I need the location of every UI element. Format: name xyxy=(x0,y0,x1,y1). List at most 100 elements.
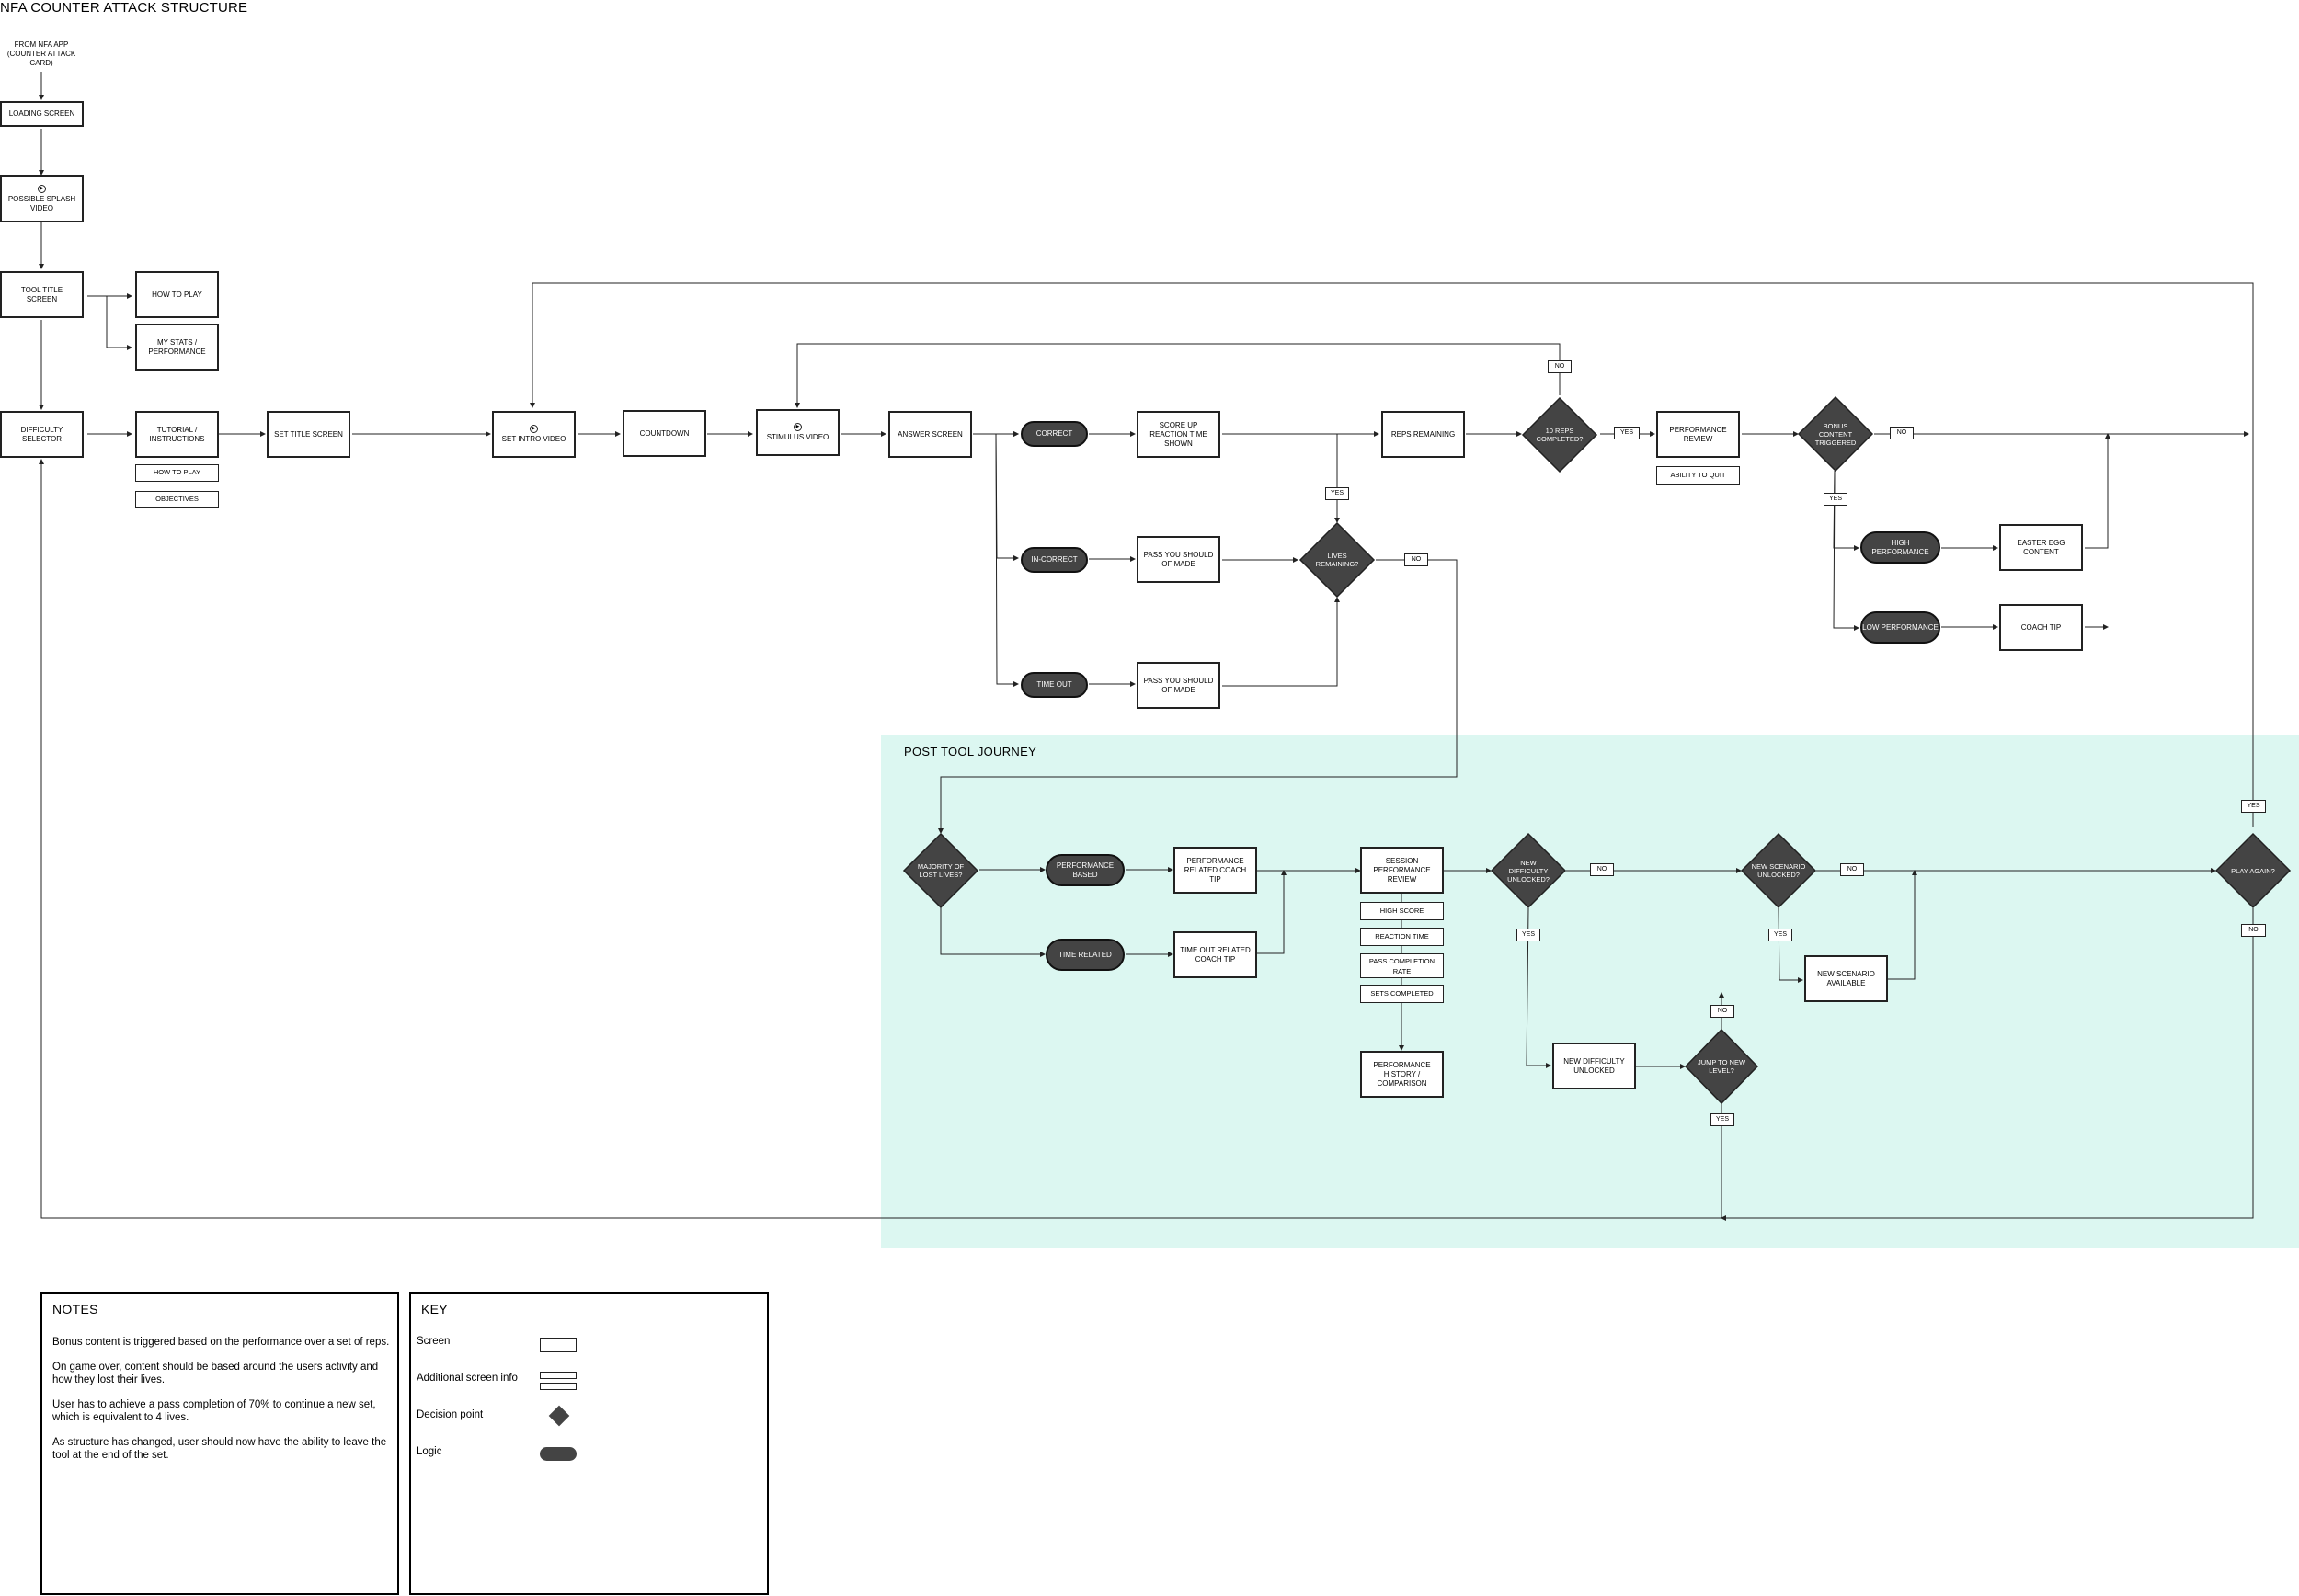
performance-history-box[interactable]: PERFORMANCE HISTORY / COMPARISON xyxy=(1360,1051,1444,1098)
reaction-time-info: REACTION TIME xyxy=(1360,928,1444,946)
session-review-box[interactable]: SESSION PERFORMANCE REVIEW xyxy=(1360,847,1444,894)
tag-no-scenario: NO xyxy=(1840,863,1864,876)
tag-no-jump: NO xyxy=(1710,1005,1734,1018)
score-up-box[interactable]: SCORE UP REACTION TIME SHOWN xyxy=(1137,411,1220,458)
how-to-play-box[interactable]: HOW TO PLAY xyxy=(135,271,219,318)
decision-play-again xyxy=(2214,832,2292,909)
play-icon: ▶ xyxy=(529,425,538,433)
note-item: On game over, content should be based ar… xyxy=(52,1362,379,1385)
how-to-play-label: HOW TO PLAY xyxy=(152,290,202,299)
decision-new-scenario xyxy=(1740,832,1817,909)
diagram-title: NFA COUNTER ATTACK STRUCTURE xyxy=(0,0,248,16)
decision-bonus xyxy=(1797,395,1874,473)
tag-yes-jump: YES xyxy=(1710,1113,1734,1126)
performance-review-box[interactable]: PERFORMANCE REVIEW xyxy=(1656,411,1740,458)
decision-majority-lost-label: MAJORITY OF LOST LIVES? xyxy=(917,862,965,879)
set-title-box[interactable]: SET TITLE SCREEN xyxy=(267,411,350,458)
key-additional-swatch xyxy=(540,1383,577,1390)
countdown-label: COUNTDOWN xyxy=(639,428,690,438)
logic-high-performance: HIGH PERFORMANCE xyxy=(1860,531,1940,564)
post-tool-journey-region xyxy=(881,735,2299,1248)
pass-completion-info: PASS COMPLETION RATE xyxy=(1360,953,1444,978)
key-screen-swatch xyxy=(540,1338,577,1352)
difficulty-selector-box[interactable]: DIFFICULTY SELECTOR xyxy=(0,411,84,458)
answer-screen-box[interactable]: ANSWER SCREEN xyxy=(888,411,972,458)
coach-tip-box[interactable]: COACH TIP xyxy=(1999,604,2083,651)
logic-low-performance: LOW PERFORMANCE xyxy=(1860,611,1940,644)
performance-coach-tip-box[interactable]: PERFORMANCE RELATED COACH TIP xyxy=(1173,847,1257,894)
logic-correct: CORRECT xyxy=(1021,421,1088,447)
notes-panel: NOTES Bonus content is triggered based o… xyxy=(40,1292,399,1595)
tag-yes-reps: YES xyxy=(1614,427,1640,439)
notes-title: NOTES xyxy=(52,1302,98,1317)
countdown-box[interactable]: COUNTDOWN xyxy=(623,410,706,457)
set-intro-video-label: SET INTRO VIDEO xyxy=(501,435,566,443)
my-stats-box[interactable]: MY STATS / PERFORMANCE xyxy=(135,324,219,370)
new-scenario-available-label: NEW SCENARIO AVAILABLE xyxy=(1817,969,1875,987)
answer-screen-label: ANSWER SCREEN xyxy=(898,429,963,439)
key-logic-swatch xyxy=(540,1447,577,1461)
logic-timeout: TIME OUT xyxy=(1021,672,1088,698)
key-decision-label: Decision point xyxy=(417,1409,484,1420)
decision-new-difficulty xyxy=(1490,832,1567,909)
decision-bonus-label: BONUS CONTENT TRIGGERED xyxy=(1814,421,1857,447)
tutorial-label: TUTORIAL / INSTRUCTIONS xyxy=(149,425,205,443)
new-difficulty-unlocked-box[interactable]: NEW DIFFICULTY UNLOCKED xyxy=(1552,1043,1636,1089)
easter-egg-box[interactable]: EASTER EGG CONTENT xyxy=(1999,524,2083,571)
logic-incorrect: IN-CORRECT xyxy=(1021,547,1088,573)
tag-yes-lives: YES xyxy=(1325,487,1349,500)
session-review-label: SESSION PERFORMANCE REVIEW xyxy=(1373,856,1431,884)
tag-no-lives: NO xyxy=(1404,553,1428,566)
pass-should-box-2[interactable]: PASS YOU SHOULD OF MADE xyxy=(1137,662,1220,709)
tutorial-how-to-play-info: HOW TO PLAY xyxy=(135,464,219,482)
decision-lives-remaining xyxy=(1298,521,1376,598)
decision-lives-remaining-label: LIVES REMAINING? xyxy=(1315,552,1359,568)
tool-title-box[interactable]: TOOL TITLE SCREEN xyxy=(0,271,84,318)
decision-jump-level xyxy=(1684,1028,1759,1105)
stimulus-video-box[interactable]: ▶STIMULUS VIDEO xyxy=(756,409,840,456)
tag-yes-play-again: YES xyxy=(2241,800,2266,813)
performance-review-label: PERFORMANCE REVIEW xyxy=(1669,425,1727,443)
decision-new-scenario-label: NEW SCENARIO UNLOCKED? xyxy=(1751,862,1806,879)
set-intro-video-box[interactable]: ▶ SET INTRO VIDEO xyxy=(492,411,576,458)
new-scenario-available-box[interactable]: NEW SCENARIO AVAILABLE xyxy=(1804,955,1888,1002)
splash-video-box[interactable]: ▶POSSIBLE SPLASH VIDEO xyxy=(0,175,84,222)
key-decision-swatch xyxy=(548,1405,570,1427)
logic-performance-based: PERFORMANCE BASED xyxy=(1046,854,1125,886)
key-panel: KEY Screen Additional screen info Decisi… xyxy=(409,1292,769,1595)
decision-reps-completed-label: 10 REPS COMPLETED? xyxy=(1536,427,1584,443)
reps-remaining-label: REPS REMAINING xyxy=(1390,429,1456,439)
loading-screen-box[interactable]: LOADING SCREEN xyxy=(0,101,84,127)
tag-no-play-again: NO xyxy=(2241,924,2266,937)
pass-should-box-1[interactable]: PASS YOU SHOULD OF MADE xyxy=(1137,536,1220,583)
tag-no-difficulty: NO xyxy=(1590,863,1614,876)
tag-no-reps: NO xyxy=(1548,360,1572,373)
set-title-label: SET TITLE SCREEN xyxy=(274,429,343,439)
key-additional-label: Additional screen info xyxy=(417,1373,518,1384)
reps-remaining-box[interactable]: REPS REMAINING xyxy=(1381,411,1465,458)
play-icon: ▶ xyxy=(38,184,46,193)
tool-title-label: TOOL TITLE SCREEN xyxy=(20,285,63,303)
performance-history-label: PERFORMANCE HISTORY / COMPARISON xyxy=(1373,1060,1431,1088)
key-title: KEY xyxy=(421,1302,448,1317)
post-tool-journey-label: POST TOOL JOURNEY xyxy=(904,745,1037,758)
logic-time-related: TIME RELATED xyxy=(1046,939,1125,971)
start-label: FROM NFA APP (COUNTER ATTACK CARD) xyxy=(6,40,76,67)
new-difficulty-unlocked-label: NEW DIFFICULTY UNLOCKED xyxy=(1563,1056,1625,1075)
key-additional-swatch xyxy=(540,1372,577,1379)
splash-video-label: POSSIBLE SPLASH VIDEO xyxy=(7,194,76,212)
ability-to-quit-info: ABILITY TO QUIT xyxy=(1656,466,1740,484)
timeout-coach-tip-box[interactable]: TIME OUT RELATED COACH TIP xyxy=(1173,931,1257,978)
decision-jump-level-label: JUMP TO NEW LEVEL? xyxy=(1697,1058,1746,1075)
difficulty-selector-label: DIFFICULTY SELECTOR xyxy=(20,425,63,443)
tag-yes-scenario: YES xyxy=(1768,929,1792,941)
sets-completed-info: SETS COMPLETED xyxy=(1360,985,1444,1003)
score-up-label: SCORE UP REACTION TIME SHOWN xyxy=(1150,420,1207,448)
decision-reps-completed xyxy=(1521,396,1598,473)
performance-coach-tip-label: PERFORMANCE RELATED COACH TIP xyxy=(1184,856,1247,884)
tag-no-bonus: NO xyxy=(1890,427,1914,439)
pass-should-label-1: PASS YOU SHOULD OF MADE xyxy=(1143,550,1214,568)
tutorial-box[interactable]: TUTORIAL / INSTRUCTIONS xyxy=(135,411,219,458)
decision-play-again-label: PLAY AGAIN? xyxy=(2231,866,2275,875)
loading-screen-label: LOADING SCREEN xyxy=(8,109,75,118)
